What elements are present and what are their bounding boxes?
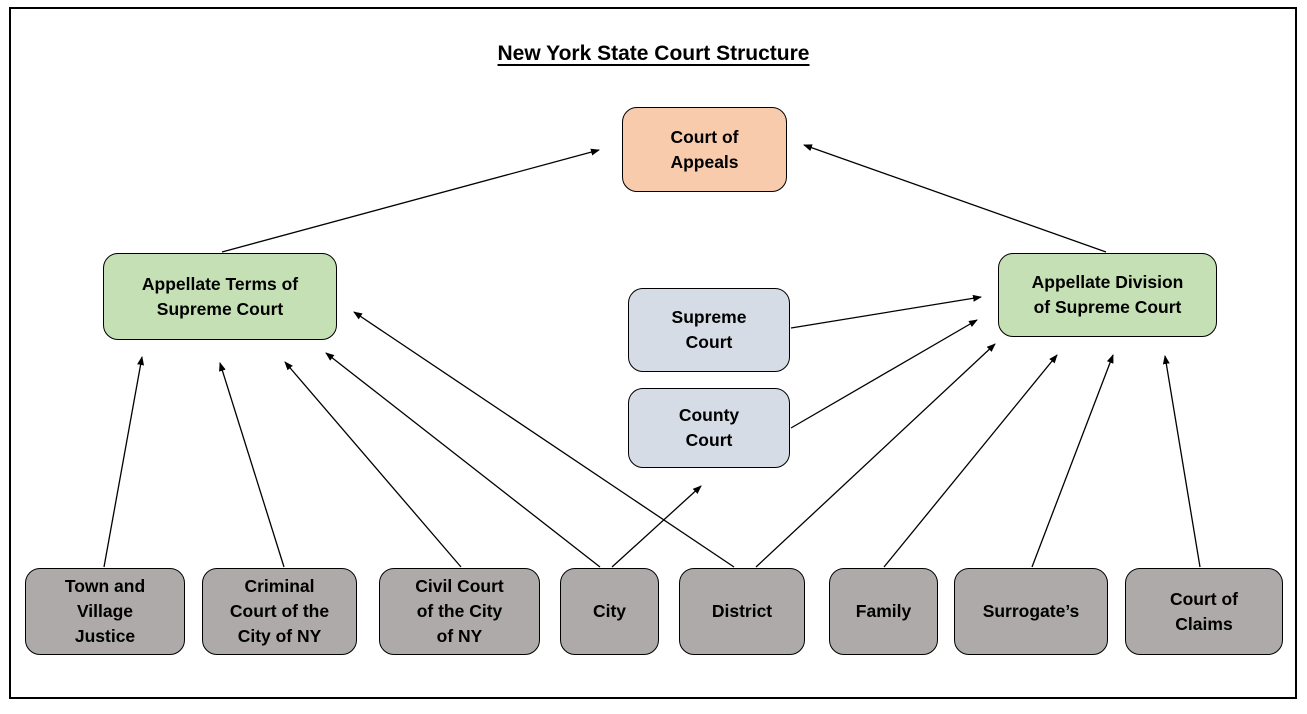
- arrow-family-to-appellate-division: [883, 354, 1058, 568]
- arrow-city-to-county-court: [611, 485, 702, 568]
- node-appellate-division: Appellate Division of Supreme Court: [998, 253, 1217, 337]
- node-county-court: County Court: [628, 388, 790, 468]
- node-label: Criminal Court of the City of NY: [229, 576, 330, 646]
- arrow-court-of-claims-to-appellate-division: [1162, 355, 1201, 568]
- node-label: Town and Village Justice: [64, 576, 146, 646]
- diagram-title: New York State Court Structure: [497, 42, 810, 65]
- arrow-appellate-terms-to-court-of-appeals: [221, 148, 600, 253]
- node-family: Family: [829, 568, 938, 655]
- node-label: City: [592, 601, 627, 622]
- node-label: Court of Claims: [1169, 588, 1239, 634]
- node-criminal-court-nyc: Criminal Court of the City of NY: [202, 568, 357, 655]
- node-label: Appellate Division of Supreme Court: [1031, 272, 1184, 317]
- node-district: District: [679, 568, 805, 655]
- node-label: Appellate Terms of Supreme Court: [141, 273, 299, 319]
- node-surrogates: Surrogate’s: [954, 568, 1108, 655]
- node-label: Court of Appeals: [670, 126, 739, 172]
- node-label: Civil Court of the City of NY: [415, 576, 504, 646]
- node-city: City: [560, 568, 659, 655]
- arrow-criminal-court-nyc-to-appellate-terms: [219, 362, 285, 568]
- arrow-civil-court-nyc-to-appellate-terms: [284, 361, 462, 568]
- node-label: Supreme Court: [671, 307, 747, 352]
- arrow-town-village-justice-to-appellate-terms: [103, 356, 145, 568]
- node-label: Family: [855, 601, 912, 622]
- arrow-district-to-appellate-division: [755, 343, 996, 568]
- arrow-appellate-division-to-court-of-appeals: [803, 144, 1107, 253]
- node-court-of-claims: Court of Claims: [1125, 568, 1283, 655]
- arrow-city-to-appellate-terms: [325, 352, 601, 568]
- node-label: County Court: [678, 405, 740, 450]
- node-label: District: [711, 601, 773, 622]
- node-town-village-justice: Town and Village Justice: [25, 568, 185, 655]
- node-civil-court-nyc: Civil Court of the City of NY: [379, 568, 540, 655]
- arrow-supreme-court-to-appellate-division: [790, 294, 982, 329]
- arrow-surrogates-to-appellate-division: [1031, 354, 1114, 568]
- arrow-county-court-to-appellate-division: [790, 319, 978, 429]
- node-court-of-appeals: Court of Appeals: [622, 107, 787, 192]
- node-label: Surrogate’s: [982, 601, 1080, 622]
- node-appellate-terms: Appellate Terms of Supreme Court: [103, 253, 337, 340]
- node-supreme-court: Supreme Court: [628, 288, 790, 372]
